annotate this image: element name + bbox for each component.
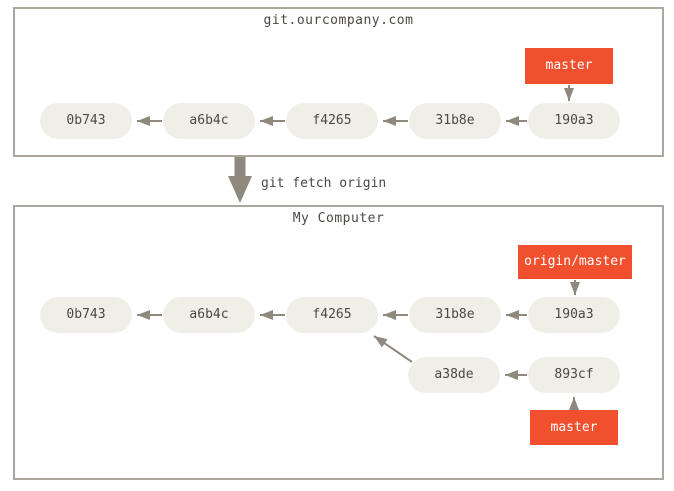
fetch-command-label: git fetch origin <box>261 176 387 191</box>
local-commit-31b8e: 31b8e <box>409 297 501 333</box>
origin-master-branch-tag: origin/master <box>518 245 632 279</box>
remote-commit-a6b4c: a6b4c <box>163 103 255 139</box>
local-commit-190a3: 190a3 <box>528 297 620 333</box>
remote-master-branch-tag: master <box>525 48 613 84</box>
remote-repo-title: git.ourcompany.com <box>263 13 414 28</box>
remote-commit-190a3: 190a3 <box>528 103 620 139</box>
local-commit-893cf: 893cf <box>528 357 620 393</box>
local-commit-0b743: 0b743 <box>40 297 132 333</box>
local-commit-a6b4c: a6b4c <box>163 297 255 333</box>
local-commit-f4265: f4265 <box>286 297 378 333</box>
fetch-arrow <box>228 157 252 203</box>
local-master-branch-tag: master <box>530 410 618 445</box>
remote-commit-31b8e: 31b8e <box>409 103 501 139</box>
local-commit-a38de: a38de <box>408 357 500 393</box>
remote-commit-0b743: 0b743 <box>40 103 132 139</box>
remote-commit-f4265: f4265 <box>286 103 378 139</box>
local-repo-title: My Computer <box>292 211 385 226</box>
